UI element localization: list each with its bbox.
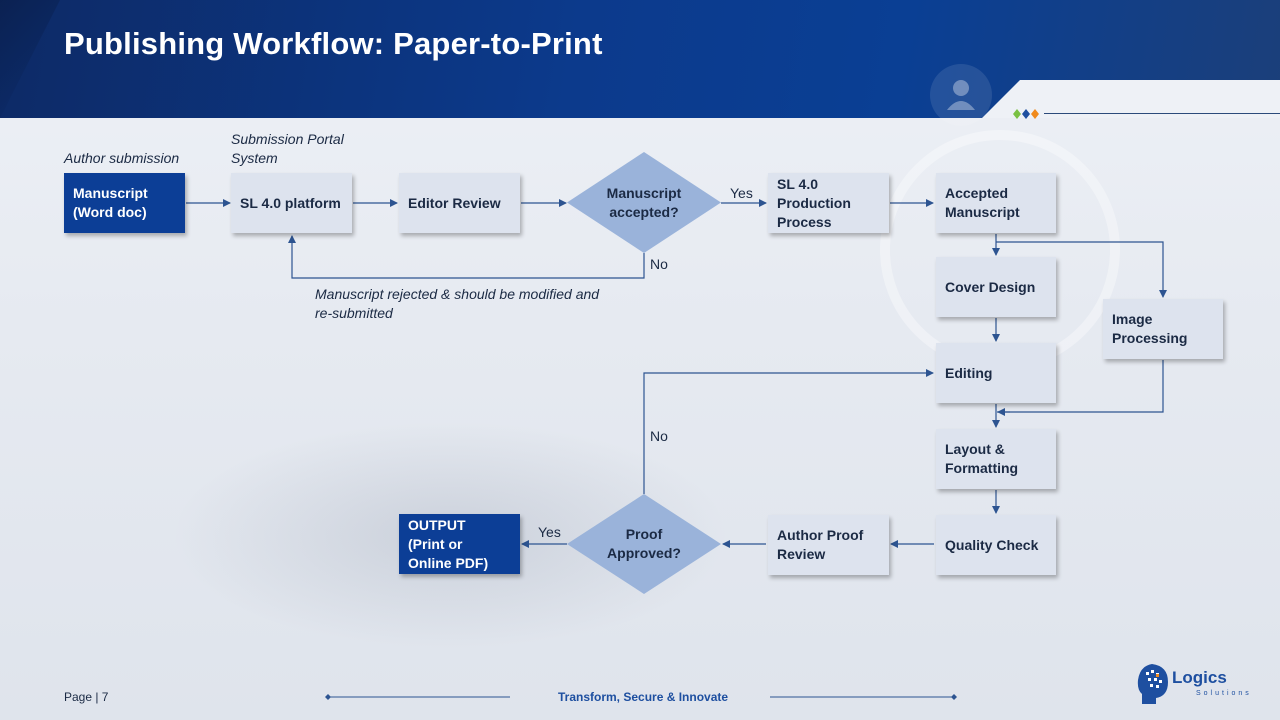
image-processing-node: Image Processing <box>1103 299 1223 359</box>
accepted-decision-node: Manuscript accepted? <box>567 152 721 253</box>
platform-node: SL 4.0 platform <box>231 173 352 233</box>
no-label-top: No <box>650 256 668 272</box>
page-number: Page | 7 <box>64 690 109 704</box>
production-node: SL 4.0 Production Process <box>768 173 889 233</box>
yes-label-top: Yes <box>730 185 753 201</box>
user-icon <box>930 64 992 126</box>
accent-diamonds-icon <box>1013 109 1039 119</box>
header-rule <box>1044 113 1280 114</box>
proof-decision-node: Proof Approved? <box>567 494 721 594</box>
rejected-note: Manuscript rejected & should be modified… <box>315 286 600 321</box>
footer-rule <box>325 694 957 700</box>
logo-name: Logics <box>1172 668 1227 687</box>
cover-design-node: Cover Design <box>936 257 1056 317</box>
editor-review-node: Editor Review <box>399 173 520 233</box>
author-submission-label: Author submission <box>64 150 180 166</box>
slide-title: Publishing Workflow: Paper-to-Print <box>64 26 603 61</box>
author-proof-node: Author Proof Review <box>768 515 889 575</box>
output-node: OUTPUT (Print or Online PDF) <box>399 514 520 574</box>
no-label-bottom: No <box>650 428 668 444</box>
quality-check-node: Quality Check <box>936 515 1056 575</box>
logo-subtitle: Solutions <box>1196 690 1252 697</box>
header-cutout <box>980 80 1280 118</box>
manuscript-node: Manuscript (Word doc) <box>64 173 185 233</box>
editing-node: Editing <box>936 343 1056 403</box>
header-band <box>0 0 1280 118</box>
yes-label-bottom: Yes <box>538 524 561 540</box>
company-logo-icon <box>1137 664 1168 704</box>
layout-node: Layout & Formatting <box>936 429 1056 489</box>
footer-tagline: Transform, Secure & Innovate <box>558 690 729 704</box>
portal-label: Submission Portal System <box>231 131 344 166</box>
accepted-manuscript-node: Accepted Manuscript <box>936 173 1056 233</box>
